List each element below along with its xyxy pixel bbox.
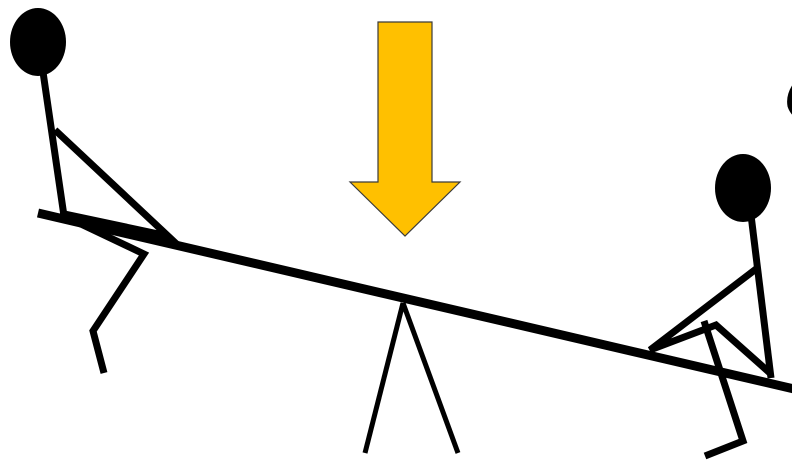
fulcrum — [365, 303, 458, 453]
right-person-body — [751, 215, 771, 378]
downward-force-arrow — [350, 22, 460, 236]
fulcrum-left-leg — [365, 303, 403, 453]
left-person-leg — [64, 216, 144, 373]
seesaw-plank — [38, 213, 792, 389]
left-person-head — [10, 8, 66, 76]
right-person-head — [715, 154, 771, 222]
left-person-body — [43, 72, 64, 216]
left-person — [10, 8, 168, 373]
right-person — [650, 154, 771, 456]
fulcrum-right-leg — [403, 303, 458, 453]
